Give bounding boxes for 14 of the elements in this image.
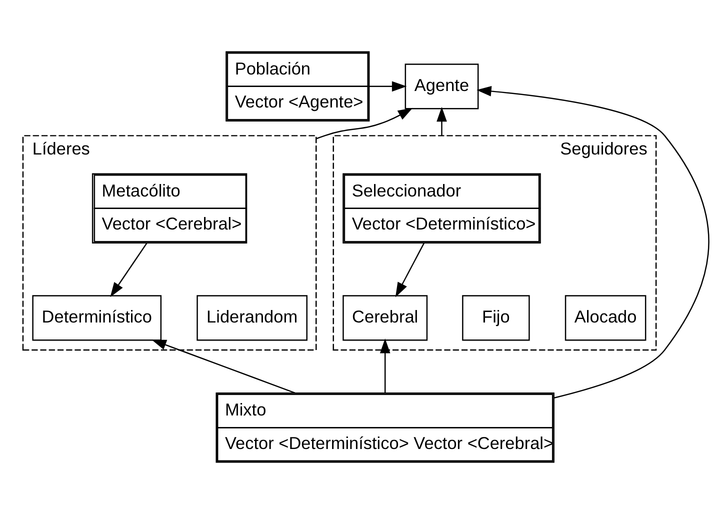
arrow xyxy=(476,86,710,398)
node-box: Alocado xyxy=(564,294,646,340)
arrow xyxy=(369,80,407,92)
arrow xyxy=(316,107,413,139)
node-box: Cerebral xyxy=(342,294,428,340)
node-box: Fijo xyxy=(462,294,530,340)
arrow xyxy=(380,338,390,393)
node-box: Liderandom xyxy=(196,294,308,340)
arrow xyxy=(395,242,425,297)
node-box: Agente xyxy=(404,63,479,109)
node-box: Determinístico xyxy=(32,294,162,340)
arrow xyxy=(152,339,296,393)
arrow xyxy=(436,106,447,136)
arrow xyxy=(110,242,148,297)
